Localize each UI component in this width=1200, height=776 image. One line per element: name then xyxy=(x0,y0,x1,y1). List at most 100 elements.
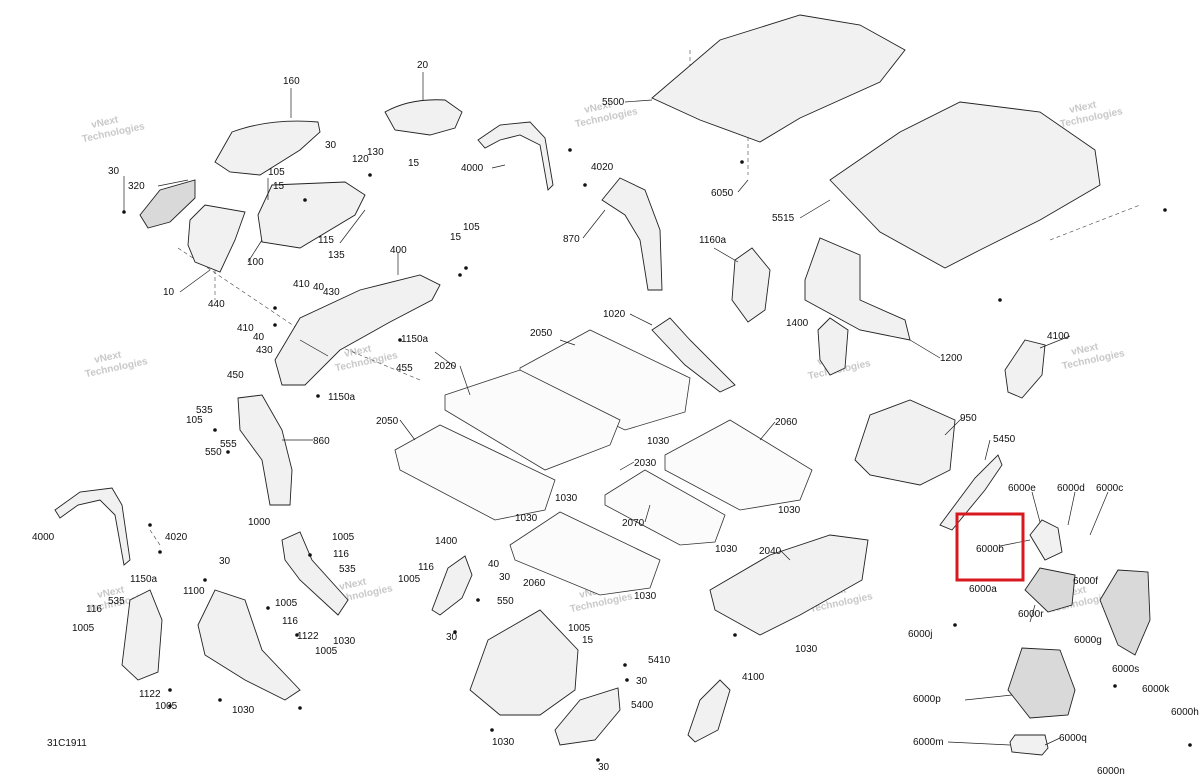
callout-label[interactable]: 2050 xyxy=(530,328,553,339)
callout-label[interactable]: 2020 xyxy=(434,361,457,372)
callout-label[interactable]: 40 xyxy=(313,282,325,293)
callout-label[interactable]: 5400 xyxy=(631,700,654,711)
callout-label[interactable]: 30 xyxy=(219,556,231,567)
callout-label[interactable]: 5515 xyxy=(772,213,795,224)
callout-label[interactable]: 400 xyxy=(390,245,407,256)
callout-label[interactable]: 30 xyxy=(636,676,648,687)
callout-label[interactable]: 30 xyxy=(108,166,120,177)
callout-label[interactable]: 430 xyxy=(256,345,273,356)
callout-label[interactable]: 410 xyxy=(293,279,310,290)
callout-label[interactable]: 5500 xyxy=(602,97,625,108)
callout-label[interactable]: 6000e xyxy=(1008,483,1036,494)
callout-label[interactable]: 40 xyxy=(253,332,265,343)
callout-label[interactable]: 105 xyxy=(463,222,480,233)
callout-label[interactable]: 6050 xyxy=(711,188,734,199)
callout-label[interactable]: 4100 xyxy=(1047,331,1070,342)
callout-label[interactable]: 1160a xyxy=(699,235,727,246)
callout-label[interactable]: 1005 xyxy=(155,701,178,712)
callout-label[interactable]: 1005 xyxy=(568,623,591,634)
callout-label[interactable]: 1030 xyxy=(232,705,255,716)
callout-label[interactable]: 116 xyxy=(86,604,102,615)
callout-label[interactable]: 1030 xyxy=(795,644,818,655)
callout-label[interactable]: 160 xyxy=(283,76,300,87)
callout-label[interactable]: 2050 xyxy=(376,416,399,427)
callout-label[interactable]: 550 xyxy=(497,596,514,607)
callout-label[interactable]: 1005 xyxy=(72,623,95,634)
callout-label[interactable]: 30 xyxy=(598,762,610,773)
callout-label[interactable]: 860 xyxy=(313,436,330,447)
callout-label[interactable]: 1030 xyxy=(555,493,578,504)
callout-label[interactable]: 6000d xyxy=(1057,483,1085,494)
callout-label[interactable]: 1030 xyxy=(515,513,538,524)
callout-label[interactable]: 1030 xyxy=(778,505,801,516)
callout-label[interactable]: 2040 xyxy=(759,546,782,557)
callout-label[interactable]: 2060 xyxy=(775,417,798,428)
callout-label[interactable]: 1400 xyxy=(786,318,809,329)
callout-label[interactable]: 6000m xyxy=(913,737,944,748)
callout-label[interactable]: 455 xyxy=(396,363,413,374)
callout-label[interactable]: 15 xyxy=(450,232,462,243)
callout-label[interactable]: 120 xyxy=(352,154,369,165)
callout-label[interactable]: 320 xyxy=(128,181,145,192)
callout-label[interactable]: 6000a xyxy=(969,584,997,595)
callout-label[interactable]: 1020 xyxy=(603,309,626,320)
callout-label[interactable]: 1030 xyxy=(715,544,738,555)
callout-label[interactable]: 4100 xyxy=(742,672,765,683)
callout-label-highlighted[interactable]: 6000b xyxy=(976,544,1004,555)
callout-label[interactable]: 1005 xyxy=(398,574,421,585)
callout-label[interactable]: 116 xyxy=(282,616,298,627)
callout-label[interactable]: 4020 xyxy=(591,162,614,173)
callout-label[interactable]: 1150a xyxy=(130,574,158,585)
callout-label[interactable]: 450 xyxy=(227,370,244,381)
callout-label[interactable]: 6000q xyxy=(1059,733,1087,744)
callout-label[interactable]: 1030 xyxy=(492,737,515,748)
callout-label[interactable]: 535 xyxy=(108,596,125,607)
callout-label[interactable]: 410 xyxy=(237,323,254,334)
callout-label[interactable]: 100 xyxy=(247,257,264,268)
callout-label[interactable]: 1100 xyxy=(183,586,205,597)
callout-label[interactable]: 870 xyxy=(563,234,580,245)
callout-label[interactable]: 2060 xyxy=(523,578,546,589)
callout-label[interactable]: 550 xyxy=(205,447,222,458)
callout-label[interactable]: 1150a xyxy=(328,392,356,403)
callout-label[interactable]: 1150a xyxy=(401,334,429,345)
callout-label[interactable]: 1030 xyxy=(333,636,356,647)
callout-label[interactable]: 555 xyxy=(220,439,237,450)
callout-label[interactable]: 1122 xyxy=(297,631,319,642)
callout-label[interactable]: 535 xyxy=(339,564,356,575)
callout-label[interactable]: 1200 xyxy=(940,353,963,364)
callout-label[interactable]: 1030 xyxy=(647,436,670,447)
callout-label[interactable]: 2030 xyxy=(634,458,657,469)
callout-label[interactable]: 5450 xyxy=(993,434,1016,445)
callout-label[interactable]: 115 xyxy=(318,235,334,246)
callout-label[interactable]: 6000p xyxy=(913,694,941,705)
callout-label[interactable]: 6000k xyxy=(1142,684,1170,695)
callout-label[interactable]: 4020 xyxy=(165,532,188,543)
callout-label[interactable]: 15 xyxy=(582,635,594,646)
callout-label[interactable]: 30 xyxy=(499,572,511,583)
callout-label[interactable]: 30 xyxy=(325,140,337,151)
callout-label[interactable]: 6000n xyxy=(1097,766,1125,776)
callout-label[interactable]: 535 xyxy=(196,405,213,416)
callout-label[interactable]: 40 xyxy=(488,559,500,570)
callout-label[interactable]: 1005 xyxy=(315,646,338,657)
callout-label[interactable]: 2070 xyxy=(622,518,645,529)
callout-label[interactable]: 6000r xyxy=(1018,609,1044,620)
callout-label[interactable]: 116 xyxy=(418,562,434,573)
callout-label[interactable]: 950 xyxy=(960,413,977,424)
callout-label[interactable]: 10 xyxy=(163,287,175,298)
callout-label[interactable]: 116 xyxy=(333,549,349,560)
callout-label[interactable]: 440 xyxy=(208,299,225,310)
callout-label[interactable]: 15 xyxy=(408,158,420,169)
callout-label[interactable]: 6000g xyxy=(1074,635,1102,646)
callout-label[interactable]: 105 xyxy=(186,415,203,426)
callout-label[interactable]: 1005 xyxy=(332,532,355,543)
callout-label[interactable]: 430 xyxy=(323,287,340,298)
callout-label[interactable]: 15 xyxy=(273,181,285,192)
callout-label[interactable]: 130 xyxy=(367,147,384,158)
callout-label[interactable]: 1000 xyxy=(248,517,271,528)
callout-label[interactable]: 1005 xyxy=(275,598,298,609)
callout-label[interactable]: 4000 xyxy=(461,163,484,174)
callout-label[interactable]: 5410 xyxy=(648,655,671,666)
callout-label[interactable]: 4000 xyxy=(32,532,55,543)
